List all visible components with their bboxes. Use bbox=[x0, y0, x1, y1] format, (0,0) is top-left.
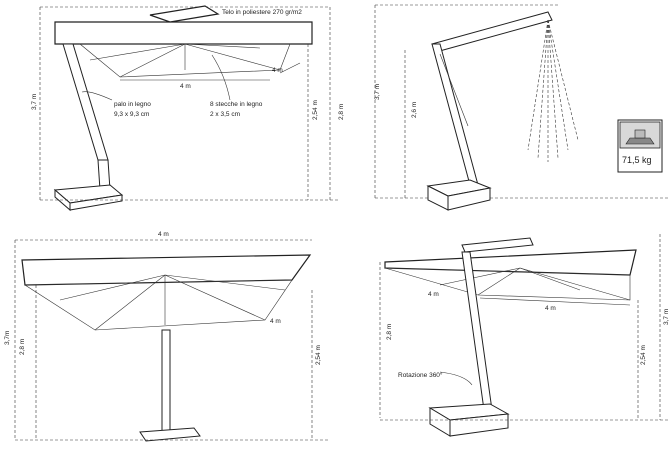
dim-width-front: 4 m bbox=[180, 83, 191, 90]
ribs-size-label: 2 x 3,5 cm bbox=[210, 111, 240, 118]
svg-text:3,7 m: 3,7 m bbox=[31, 94, 38, 110]
dim-side-width-bl: 4 m bbox=[270, 318, 281, 325]
view-top-left: Telo in poliestere 270 gr/m2 4 m 4 m 3,7… bbox=[31, 5, 345, 212]
dim-height-left-br: 2,8 m bbox=[386, 324, 393, 340]
rotation-label: Rotazione 360° bbox=[398, 371, 443, 379]
view-bottom-right: 2,8 m 4 m 4 m Rotazione 360° 2,54 m 3,7 … bbox=[379, 234, 670, 437]
dim-height-top: 2,8 m bbox=[338, 104, 345, 120]
pole-size-label: 9,3 x 9,3 cm bbox=[114, 111, 149, 118]
folded-canopy bbox=[527, 19, 579, 162]
canopy-material-label: Telo in poliestere 270 gr/m2 bbox=[222, 9, 302, 16]
arm-br bbox=[461, 237, 534, 253]
pole-bl bbox=[161, 329, 171, 433]
weight-icon bbox=[625, 137, 655, 145]
canopy-top-br bbox=[384, 249, 637, 276]
dim-total-height-right: 3,7 m bbox=[374, 84, 381, 100]
weight-badge: 71,5 kg bbox=[617, 119, 663, 173]
ribs-material-label: 8 stecche in legno bbox=[210, 101, 263, 108]
view-top-right: 3,7 m 2,6 m 71,5 kg bbox=[374, 4, 670, 211]
dim-height-mid-bl: 2,8 m bbox=[19, 339, 26, 355]
canopy-frame bbox=[54, 21, 313, 45]
weight-value: 71,5 kg bbox=[622, 155, 652, 165]
dim-clearance: 2,54 m bbox=[312, 100, 319, 120]
dim-mid-height: 2,6 m bbox=[411, 102, 418, 118]
view-bottom-left: 4 m 3,7m 2,8 m 4 m 2,54 m bbox=[4, 231, 330, 442]
top-arm bbox=[149, 5, 220, 23]
dim-total-height-br: 3,7 m bbox=[663, 309, 670, 325]
dim-width-front-br: 4 m bbox=[545, 305, 556, 312]
dim-side-left-br: 4 m bbox=[428, 291, 439, 298]
dim-clearance-bl: 2,54 m bbox=[315, 345, 322, 365]
dim-clearance-br: 2,54 m bbox=[640, 345, 647, 365]
pole-material-label: palo in legno bbox=[114, 101, 151, 108]
dim-total-height-bl: 3,7m bbox=[4, 331, 11, 345]
pole-tilted bbox=[431, 43, 479, 186]
dim-width-top: 4 m bbox=[158, 231, 169, 238]
dim-width-side: 4 m bbox=[272, 67, 283, 74]
arm-horizontal bbox=[431, 11, 553, 53]
pole-br bbox=[461, 251, 493, 411]
